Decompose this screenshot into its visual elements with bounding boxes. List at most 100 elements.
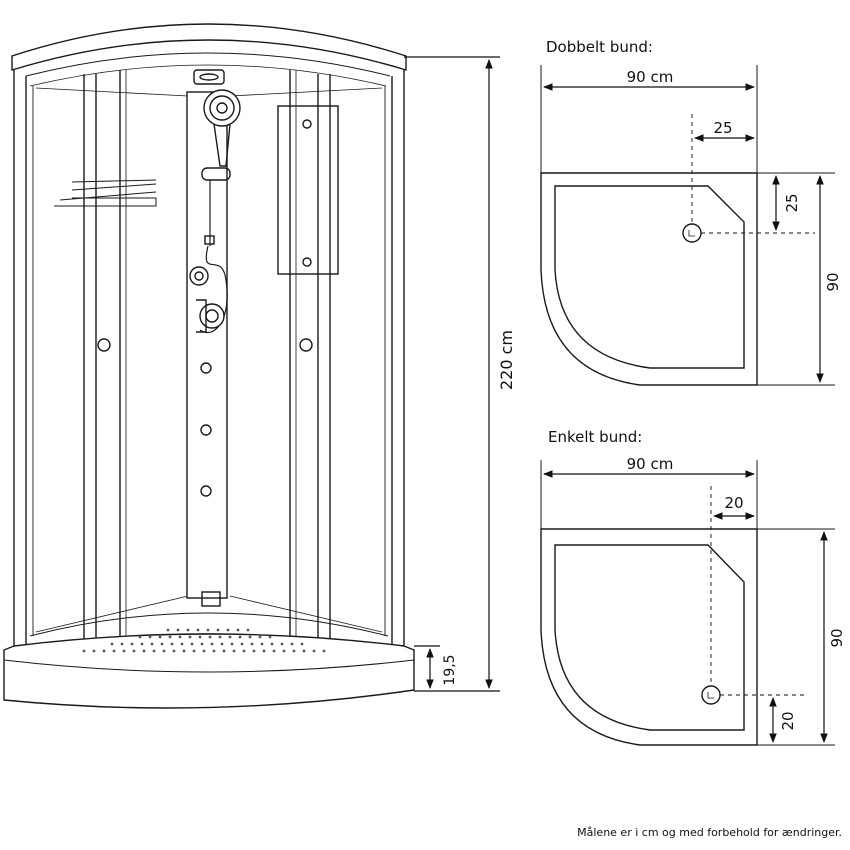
tray-dot (150, 642, 154, 646)
hand-shower-head (203, 89, 241, 167)
corner-shelf (54, 179, 157, 207)
tray-dot (300, 642, 304, 646)
back-mirror (277, 105, 339, 275)
shower-tray-base (3, 633, 415, 709)
double-tray-depth-label: 90 (824, 272, 842, 291)
tray-dot (178, 635, 182, 639)
tray-dot (232, 649, 236, 653)
tray-dot (212, 649, 216, 653)
mixer-knob-bottom (199, 303, 225, 329)
tray-dot (122, 649, 126, 653)
tray-dot (160, 642, 164, 646)
tray-dot (190, 642, 194, 646)
tray-dot (280, 642, 284, 646)
tray-dot (198, 635, 202, 639)
single-tray-drain-x-label: 20 (724, 494, 743, 512)
tray-dot (208, 635, 212, 639)
tray-dot (302, 649, 306, 653)
tray-dot (210, 642, 214, 646)
tray-dot (196, 628, 200, 632)
tray-dot (200, 642, 204, 646)
tray-dot (242, 649, 246, 653)
shower-cabin-drawing (3, 23, 415, 709)
tray-dot (272, 649, 276, 653)
tray-dot (176, 628, 180, 632)
double-tray-drain-y-label: 25 (783, 193, 801, 212)
double-tray-drain (682, 223, 702, 243)
tray-dot (206, 628, 210, 632)
tray-dot (202, 649, 206, 653)
tray-dot (148, 635, 152, 639)
door-handle-left (97, 338, 111, 352)
mixer-knob-top (189, 266, 209, 286)
tray-dot (218, 635, 222, 639)
body-jet (200, 424, 212, 436)
tray-dot (120, 642, 124, 646)
double-tray-outline (540, 172, 758, 386)
tray-dot (170, 642, 174, 646)
tray-dot (290, 642, 294, 646)
single-tray-width-label: 90 cm (627, 455, 674, 473)
tray-dot (102, 649, 106, 653)
tray-dot (220, 642, 224, 646)
tray-dot (258, 635, 262, 639)
tray-dot (172, 649, 176, 653)
tray-dot (188, 635, 192, 639)
tray-dot (292, 649, 296, 653)
tray-dot (250, 642, 254, 646)
body-jet (200, 362, 212, 374)
door-handle-right (299, 338, 313, 352)
tray-height-label: 19,5 (442, 654, 458, 685)
tray-dot (230, 642, 234, 646)
single-tray-title: Enkelt bund: (548, 428, 643, 446)
double-tray-inner (554, 185, 745, 369)
tray-dot (112, 649, 116, 653)
tray-dot (240, 642, 244, 646)
tray-dot (260, 642, 264, 646)
tray-anti-slip-dots (82, 628, 326, 653)
tray-dot (282, 649, 286, 653)
tray-dot (142, 649, 146, 653)
single-tray-outline (540, 528, 758, 746)
tray-dot (182, 649, 186, 653)
tray-dot (92, 649, 96, 653)
tray-dot (138, 635, 142, 639)
tray-dot (82, 649, 86, 653)
single-tray-drain-y-label: 20 (779, 711, 797, 730)
tray-dot (132, 649, 136, 653)
single-tray-inner (554, 544, 745, 731)
tray-dot (192, 649, 196, 653)
tray-dot (312, 649, 316, 653)
tray-dot (228, 635, 232, 639)
tray-height-dimension (414, 645, 440, 689)
tray-dot (252, 649, 256, 653)
tray-dot (152, 649, 156, 653)
tray-dot (110, 642, 114, 646)
single-tray-dims (543, 470, 828, 743)
tray-dot (270, 642, 274, 646)
tray-dot (226, 628, 230, 632)
tray-dot (180, 642, 184, 646)
tray-dot (236, 628, 240, 632)
height-dimension (404, 56, 500, 692)
double-tray-plan (540, 65, 835, 386)
height-label: 220 cm (497, 330, 516, 390)
tray-dot (268, 635, 272, 639)
tray-dot (162, 649, 166, 653)
tray-dot (222, 649, 226, 653)
double-tray-width-label: 90 cm (627, 68, 674, 86)
tray-dot (216, 628, 220, 632)
tray-dot (322, 649, 326, 653)
double-tray-dims (543, 83, 824, 383)
single-tray-drain (701, 685, 721, 705)
cabin-roof (11, 23, 407, 71)
tray-dot (246, 628, 250, 632)
footer-note: Målene er i cm og med forbehold for ændr… (577, 826, 842, 839)
tray-dot (166, 628, 170, 632)
single-tray-plan (540, 460, 835, 746)
tray-dot (238, 635, 242, 639)
tray-dot (140, 642, 144, 646)
single-tray-depth-label: 90 (828, 628, 846, 647)
tray-dot (168, 635, 172, 639)
